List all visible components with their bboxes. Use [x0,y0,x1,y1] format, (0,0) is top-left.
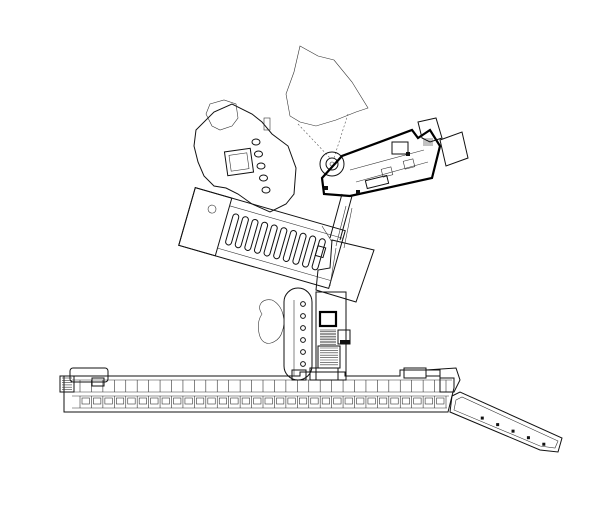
classroom-desk [184,397,193,405]
classroom-desk [81,397,90,405]
lab-bench [253,221,269,254]
round-opening [511,429,515,433]
lab-bench [263,224,278,257]
classroom-desk [230,397,239,405]
northeast-stair [423,138,433,146]
classroom-desk [173,397,182,405]
landscape-area [258,299,285,344]
lab-bench [225,213,240,246]
classroom-desk [321,397,330,405]
classroom-desk [116,397,125,405]
round-opening [254,150,263,158]
classroom-desk [276,397,285,405]
classroom-desk [401,397,410,405]
round-opening [300,301,306,307]
round-opening [300,337,306,343]
central-lobby [283,287,313,381]
lobby-round-openings [300,301,306,367]
round-opening [259,174,268,182]
classroom-wing [63,369,455,413]
classroom-desk [127,397,136,405]
classroom-desk [379,397,388,405]
core-stair [320,329,338,366]
classroom-desk [390,397,399,405]
rotunda [319,151,345,177]
lab-bench [282,229,297,262]
classroom-desk [150,397,159,405]
east-end-block [403,367,461,393]
lab-bench [292,232,307,265]
round-opening [251,138,261,146]
north-courtyard [285,45,369,159]
round-opening [300,349,306,355]
classroom-desk [310,397,319,405]
round-opening [300,313,306,319]
west-stair [62,377,72,390]
round-opening [496,423,500,427]
lab-bench [234,216,249,249]
classroom-desk [104,397,113,405]
classroom-desk [93,397,102,405]
ramp-round-openings [480,416,546,446]
classroom-desk [207,397,216,405]
classroom-desk [218,397,227,405]
classroom-desk [356,397,365,405]
stair-core [309,291,351,381]
classroom-desk [241,397,250,405]
northeast-building [320,117,469,198]
round-opening [256,162,266,170]
round-opening [526,436,530,440]
west-stair-block [59,367,109,393]
classroom-desk [138,397,147,405]
round-opening [542,442,546,446]
round-opening [480,416,484,420]
east-ramp [449,391,563,453]
northwest-pavilion [193,99,297,213]
lab-bench [302,235,317,268]
classroom-desk [344,397,353,405]
round-opening [261,186,271,194]
classroom-desk [264,397,273,405]
classroom-desk [161,397,170,405]
classroom-desk [436,397,445,405]
classroom-desk [196,397,205,405]
classroom-dividers [79,380,447,408]
round-opening [300,325,306,331]
classroom-desk [287,397,296,405]
classroom-desk [367,397,376,405]
lab-block [178,187,346,289]
pavilion-round-openings [251,138,271,194]
classroom-desk [424,397,433,405]
classroom-desk [413,397,422,405]
round-opening [300,361,306,367]
connector-hall [315,205,375,303]
classroom-desk [253,397,262,405]
classroom-desk [299,397,308,405]
lab-bench [273,227,288,260]
lab-bench [244,218,259,251]
classroom-desk [333,397,342,405]
lab-benches [225,213,326,271]
north-link [329,193,353,241]
